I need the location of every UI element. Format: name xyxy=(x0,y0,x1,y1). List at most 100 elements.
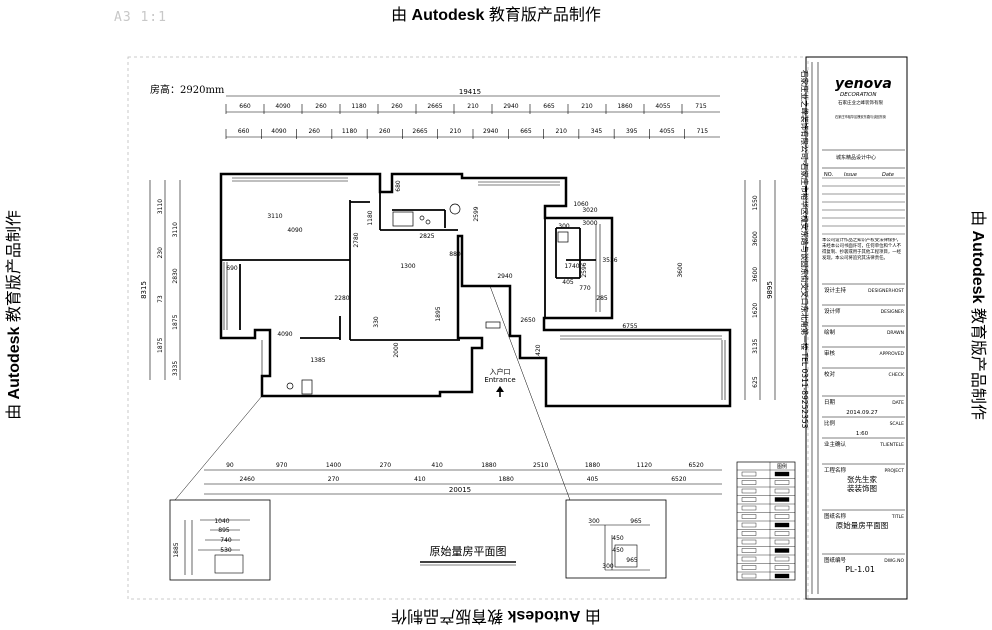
interior-dimension-label: 2780 xyxy=(353,232,360,247)
interior-dimension-label: 2280 xyxy=(334,295,349,302)
bottom-dimension-label: 2460 xyxy=(240,476,255,483)
watermark-top: 由 Autodesk 教育版产品制作 xyxy=(0,1,992,25)
bottom-dimension-label: 270 xyxy=(380,462,392,469)
interior-dimension-label: 3020 xyxy=(582,207,597,214)
right-dimension-lines xyxy=(744,180,776,400)
interior-dimension-label: 330 xyxy=(373,316,380,328)
interior-dimension-label: 680 xyxy=(395,180,402,192)
top-dimension-label: 260 xyxy=(308,128,320,135)
title-row-label-cn: 业主确认 xyxy=(824,440,847,448)
legend-symbol xyxy=(774,471,790,477)
legend-title: 图例 xyxy=(777,463,787,470)
design-center: 城东精品设计中心 xyxy=(836,154,876,161)
logo-sub: DECORATION xyxy=(840,92,877,98)
right-dimension-label: 1620 xyxy=(752,303,759,318)
legend-symbol xyxy=(774,556,790,562)
right-total-dimension: 9895 xyxy=(766,281,774,299)
title-row-label-cn: 绘制 xyxy=(824,328,836,336)
right-dimension-label: 1550 xyxy=(752,195,759,210)
top-dimension-label: 1180 xyxy=(342,128,357,135)
top-dimension-label: 2940 xyxy=(483,128,498,135)
top-dimension-label: 665 xyxy=(520,128,532,135)
interior-dimension-label: 2000 xyxy=(393,342,400,357)
left-dimension-label: 230 xyxy=(157,247,164,259)
rev-no: NO. xyxy=(824,172,833,178)
detail-right-dimension: 300 xyxy=(588,518,600,525)
title-row-label-en: APPROVED xyxy=(880,351,905,357)
title-row-value: 2014.09.27 xyxy=(846,410,878,416)
top-dimension-label: 4055 xyxy=(655,103,670,110)
detail-left-lines xyxy=(184,519,250,575)
detail-right-leader xyxy=(489,285,571,501)
top-dimension-label: 345 xyxy=(591,128,603,135)
top-dimension-label: 4090 xyxy=(275,103,290,110)
sheet-border xyxy=(127,56,809,600)
legend-swatch xyxy=(741,531,757,536)
room-height-label: 房高：2920mm xyxy=(150,83,225,96)
left-dimension-label: 1875 xyxy=(172,314,179,329)
top-dimension-label: 2940 xyxy=(503,103,518,110)
interior-walls xyxy=(221,174,596,341)
fixtures xyxy=(286,203,569,395)
title-row-label-en: DATE xyxy=(892,400,904,406)
left-dimension-label: 3335 xyxy=(172,361,179,376)
detail-left-dimension: 895 xyxy=(218,527,230,534)
bottom-dimension-label: 1880 xyxy=(499,476,514,483)
notes-block: 本公司设计作品之知识产权受法律保护，未经本公司书面许可，任何单位和个人不得复制、… xyxy=(822,238,901,261)
interior-dimension-label: 6755 xyxy=(622,323,637,330)
left-total-dimension: 8315 xyxy=(140,281,148,299)
interior-dimension-label: 2825 xyxy=(419,233,434,240)
top-dimension-ticks xyxy=(225,104,686,139)
detail-right-dimension: 965 xyxy=(626,557,638,564)
bottom-dimension-label: 405 xyxy=(587,476,599,483)
entrance-arrow-icon xyxy=(496,386,504,392)
legend-symbol xyxy=(774,480,790,485)
bottom-total-dimension: 20015 xyxy=(449,486,471,494)
watermark-prefix: 由 xyxy=(391,7,408,24)
top-dimension-label: 715 xyxy=(697,128,709,135)
right-dimension-label: 3600 xyxy=(752,267,759,282)
entrance-label-cn: 入户口 xyxy=(490,367,511,376)
legend-symbol xyxy=(774,565,790,570)
bottom-dimension-label: 410 xyxy=(431,462,443,469)
detail-right-dimension: 450 xyxy=(612,535,624,542)
title-row-value: 1:60 xyxy=(856,431,869,437)
top-dimension-label: 4055 xyxy=(659,128,674,135)
top-dimension-label: 210 xyxy=(581,103,593,110)
right-dimension-label: 3600 xyxy=(752,231,759,246)
title-row-label-cn: 图纸名称 xyxy=(824,512,847,520)
interior-dimension-label: 3536 xyxy=(602,257,617,264)
bottom-dimension-label: 970 xyxy=(276,462,288,469)
right-dimension-label: 625 xyxy=(752,376,759,388)
legend-symbol xyxy=(774,497,790,502)
interior-dimension-label: 690 xyxy=(226,265,238,272)
legend-table: 图例 xyxy=(736,461,796,581)
bottom-dimension-label: 6520 xyxy=(688,462,703,469)
bottom-dimension-label: 6520 xyxy=(671,476,686,483)
interior-dimension-label: 300 xyxy=(558,223,570,230)
left-dimension-label: 2830 xyxy=(172,268,179,283)
interior-dimension-label: 770 xyxy=(579,285,591,292)
interior-dimension-label: 1300 xyxy=(400,263,415,270)
title-block-border xyxy=(805,56,908,600)
bottom-dimension-label: 90 xyxy=(226,462,234,469)
title-row-label-cn: 图纸编号 xyxy=(824,556,847,564)
interior-dimension-label: 1895 xyxy=(435,306,442,321)
detail-left-dimension: 530 xyxy=(220,547,232,554)
title-row-value: 张先生家 xyxy=(847,474,877,484)
legend-swatch xyxy=(741,488,757,494)
interior-dimension-label: 285 xyxy=(596,295,608,302)
title-row-label-cn: 比例 xyxy=(824,419,836,427)
bottom-dimension-label: 270 xyxy=(328,476,340,483)
interior-dimension-label: 2940 xyxy=(497,273,512,280)
title-row-label-cn: 设计师 xyxy=(824,307,841,315)
